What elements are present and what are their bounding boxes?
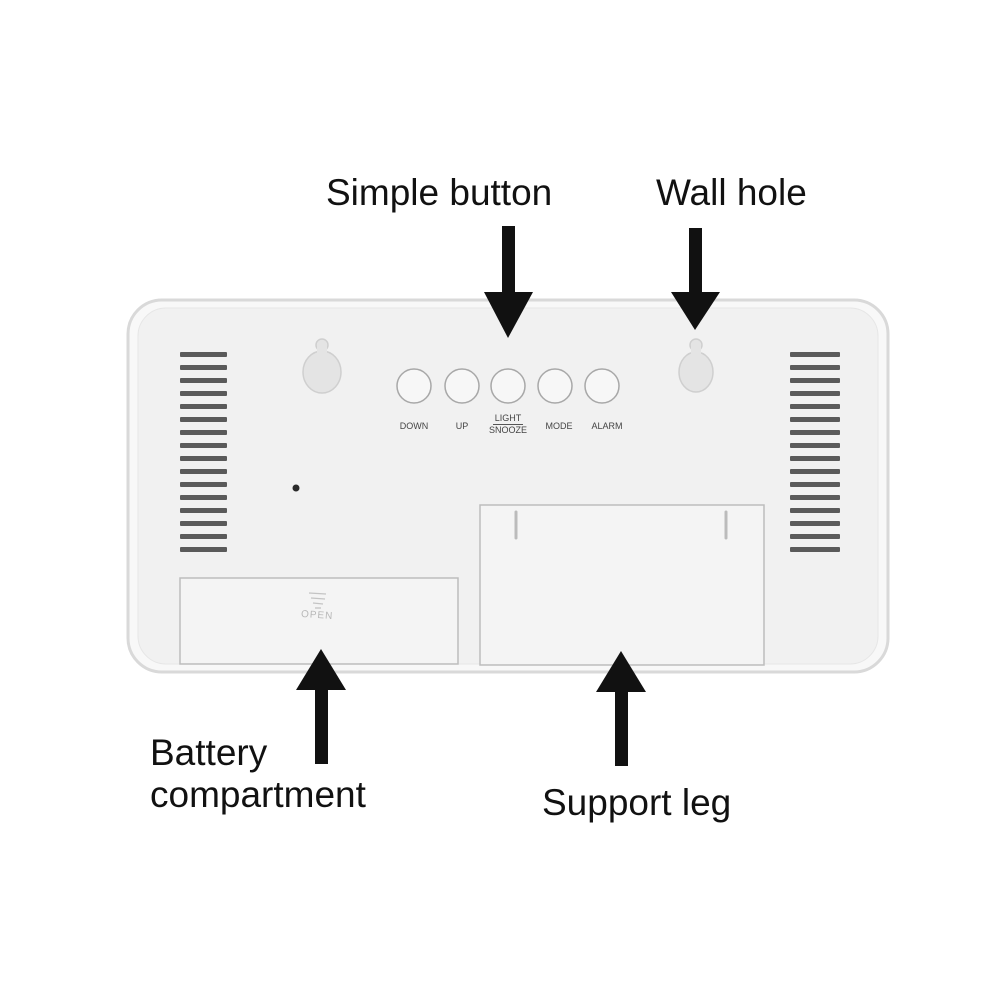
open-arrow-icon <box>308 592 327 609</box>
alarm-button[interactable] <box>584 368 620 404</box>
vent-slot <box>180 417 227 422</box>
vent-slot <box>180 391 227 396</box>
button-label-up: UP <box>455 421 469 431</box>
light-snooze-button[interactable] <box>490 368 526 404</box>
down-button[interactable] <box>396 368 432 404</box>
vent-slot <box>790 508 840 513</box>
vent-slot <box>180 469 227 474</box>
button-row <box>396 368 620 404</box>
right-vent <box>790 352 840 552</box>
battery-cover[interactable] <box>179 577 459 665</box>
arrow-simple-button-icon <box>484 226 533 338</box>
button-label-down: DOWN <box>399 421 429 431</box>
callout-battery-line2: compartment <box>150 774 366 815</box>
vent-slot <box>180 521 227 526</box>
support-leg[interactable] <box>479 504 765 666</box>
vent-slot <box>180 365 227 370</box>
arrow-battery-icon <box>296 649 346 764</box>
vent-slot <box>180 534 227 539</box>
button-label-snooze: SNOOZE <box>488 425 527 435</box>
mode-button[interactable] <box>537 368 573 404</box>
callout-support-leg: Support leg <box>542 782 732 823</box>
vent-slot <box>790 495 840 500</box>
vent-slot <box>180 430 227 435</box>
vent-slot <box>790 391 840 396</box>
wall-hole-right <box>678 338 714 393</box>
button-label-mode: MODE <box>545 421 573 431</box>
callout-wall-hole: Wall hole <box>656 172 807 213</box>
callout-battery-line1: Battery <box>150 732 268 773</box>
vent-slot <box>790 469 840 474</box>
vent-slot <box>180 378 227 383</box>
vent-slot <box>790 430 840 435</box>
vent-slot <box>790 378 840 383</box>
vent-slot <box>790 352 840 357</box>
vent-slot <box>790 404 840 409</box>
callout-simple-button: Simple button <box>326 172 553 213</box>
vent-slot <box>180 482 227 487</box>
vent-slot <box>180 352 227 357</box>
vent-slot <box>180 443 227 448</box>
vent-slot <box>790 365 840 370</box>
vent-slot <box>790 443 840 448</box>
left-vent <box>180 352 227 552</box>
vent-slot <box>790 482 840 487</box>
vent-slot <box>790 456 840 461</box>
vent-slot <box>790 417 840 422</box>
button-label-light: LIGHT <box>494 413 522 423</box>
wall-hole-left <box>302 338 342 394</box>
reset-hole <box>292 484 300 492</box>
vent-slot <box>180 495 227 500</box>
button-label-alarm: ALARM <box>591 421 623 431</box>
up-button[interactable] <box>444 368 480 404</box>
battery-open-label: OPEN <box>300 608 334 623</box>
vent-slot <box>180 456 227 461</box>
button-label-light-snooze: LIGHT SNOOZE <box>478 413 538 436</box>
vent-slot <box>180 508 227 513</box>
arrow-support-leg-icon <box>596 651 646 766</box>
vent-slot <box>180 404 227 409</box>
arrow-wall-hole-icon <box>671 228 720 330</box>
vent-slot <box>790 547 840 552</box>
vent-slot <box>790 534 840 539</box>
vent-slot <box>790 521 840 526</box>
vent-slot <box>180 547 227 552</box>
button-label-divider <box>493 424 523 425</box>
